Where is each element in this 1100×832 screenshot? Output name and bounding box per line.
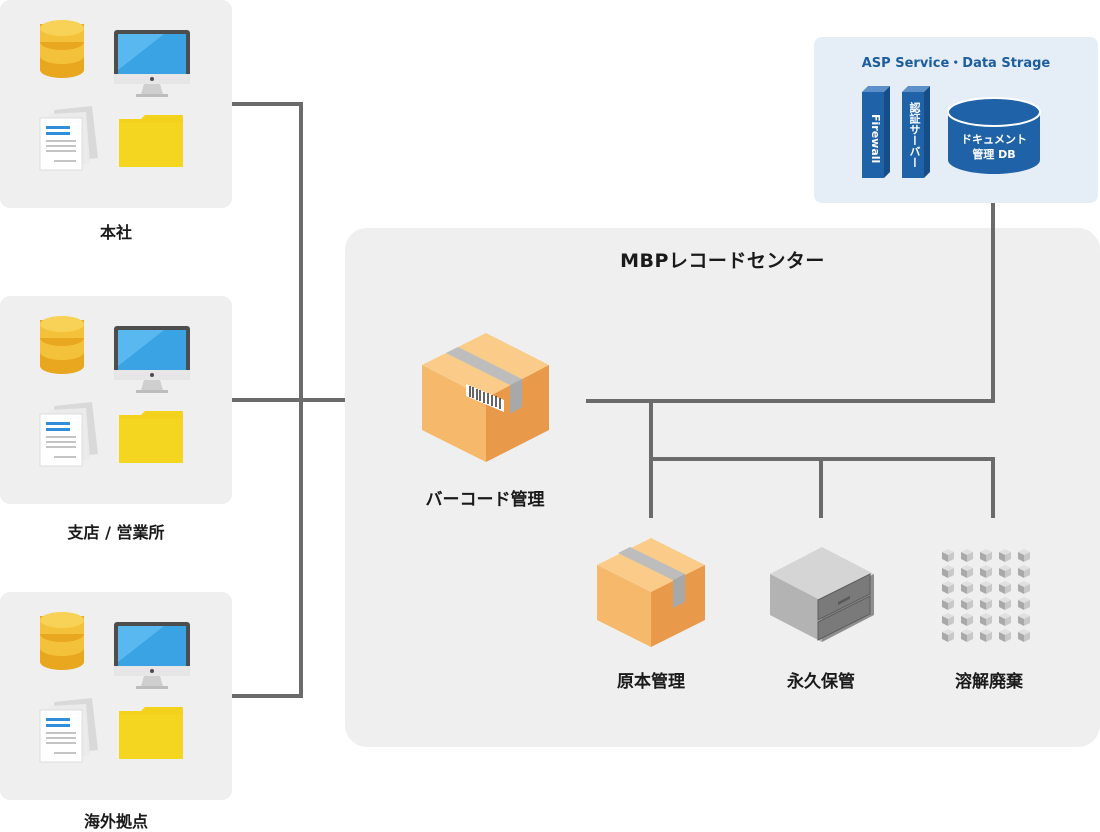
document-db-icon <box>947 97 1041 174</box>
documents-icon <box>39 697 99 763</box>
cube-piece <box>999 581 1011 594</box>
auth-server-icon <box>902 86 930 178</box>
cube-piece <box>999 613 1011 626</box>
cube-piece <box>1018 613 1030 626</box>
cube-piece <box>980 581 992 594</box>
db-label-line2: 管理 DB <box>972 148 1016 161</box>
cube-piece <box>999 629 1011 642</box>
cube-piece <box>961 581 973 594</box>
cube-piece <box>999 597 1011 610</box>
documents-icon <box>39 401 99 467</box>
item-label-original: 原本管理 <box>617 672 685 692</box>
connector-lines <box>232 102 995 698</box>
box-icon <box>597 538 705 647</box>
folder-icon <box>119 115 183 167</box>
cube-piece <box>1018 597 1030 610</box>
cube-piece <box>980 565 992 578</box>
item-label-disposal: 溶解廃棄 <box>955 672 1023 692</box>
cube-piece <box>1018 629 1030 642</box>
site-label-overseas: 海外拠点 <box>83 812 148 831</box>
cube-piece <box>961 565 973 578</box>
firewall-label: Firewall <box>869 114 882 164</box>
folder-icon <box>119 411 183 463</box>
site-label-branch: 支店 / 営業所 <box>67 523 165 542</box>
cube-piece <box>980 549 992 562</box>
monitor-icon <box>114 622 190 689</box>
cube-piece <box>999 565 1011 578</box>
auth-server-label: 認証サーバー <box>908 102 921 168</box>
barcode-label: バーコード管理 <box>425 490 545 510</box>
cube-piece <box>942 565 954 578</box>
cube-piece <box>942 549 954 562</box>
cube-piece <box>942 597 954 610</box>
cube-piece <box>942 629 954 642</box>
cube-piece <box>942 581 954 594</box>
cube-piece <box>980 597 992 610</box>
cube-piece <box>980 613 992 626</box>
record-center-title: MBPレコードセンター <box>620 250 825 272</box>
cube-piece <box>999 549 1011 562</box>
monitor-icon <box>114 326 190 393</box>
shredded-cubes-icon <box>942 549 1030 642</box>
folder-icon <box>119 707 183 759</box>
cube-piece <box>1018 581 1030 594</box>
cube-piece <box>1018 549 1030 562</box>
database-icon <box>40 20 84 78</box>
cube-piece <box>961 629 973 642</box>
documents-icon <box>39 105 99 171</box>
database-icon <box>40 316 84 374</box>
db-label-line1: ドキュメント <box>961 133 1027 146</box>
site-label-headquarters: 本社 <box>99 223 132 242</box>
cube-piece <box>961 613 973 626</box>
database-icon <box>40 612 84 670</box>
cube-piece <box>1018 565 1030 578</box>
monitor-icon <box>114 30 190 97</box>
record-center-panel <box>345 228 1100 747</box>
cube-piece <box>942 613 954 626</box>
asp-title: ASP Service・Data Strage <box>861 56 1051 71</box>
document-db-label: ドキュメント 管理 DB <box>948 132 1040 162</box>
cube-piece <box>980 629 992 642</box>
cube-piece <box>961 597 973 610</box>
cabinet-icon <box>770 547 874 642</box>
firewall-icon <box>862 86 890 178</box>
barcode-box-icon <box>422 333 549 462</box>
item-label-permanent: 永久保管 <box>787 672 855 692</box>
cube-piece <box>961 549 973 562</box>
